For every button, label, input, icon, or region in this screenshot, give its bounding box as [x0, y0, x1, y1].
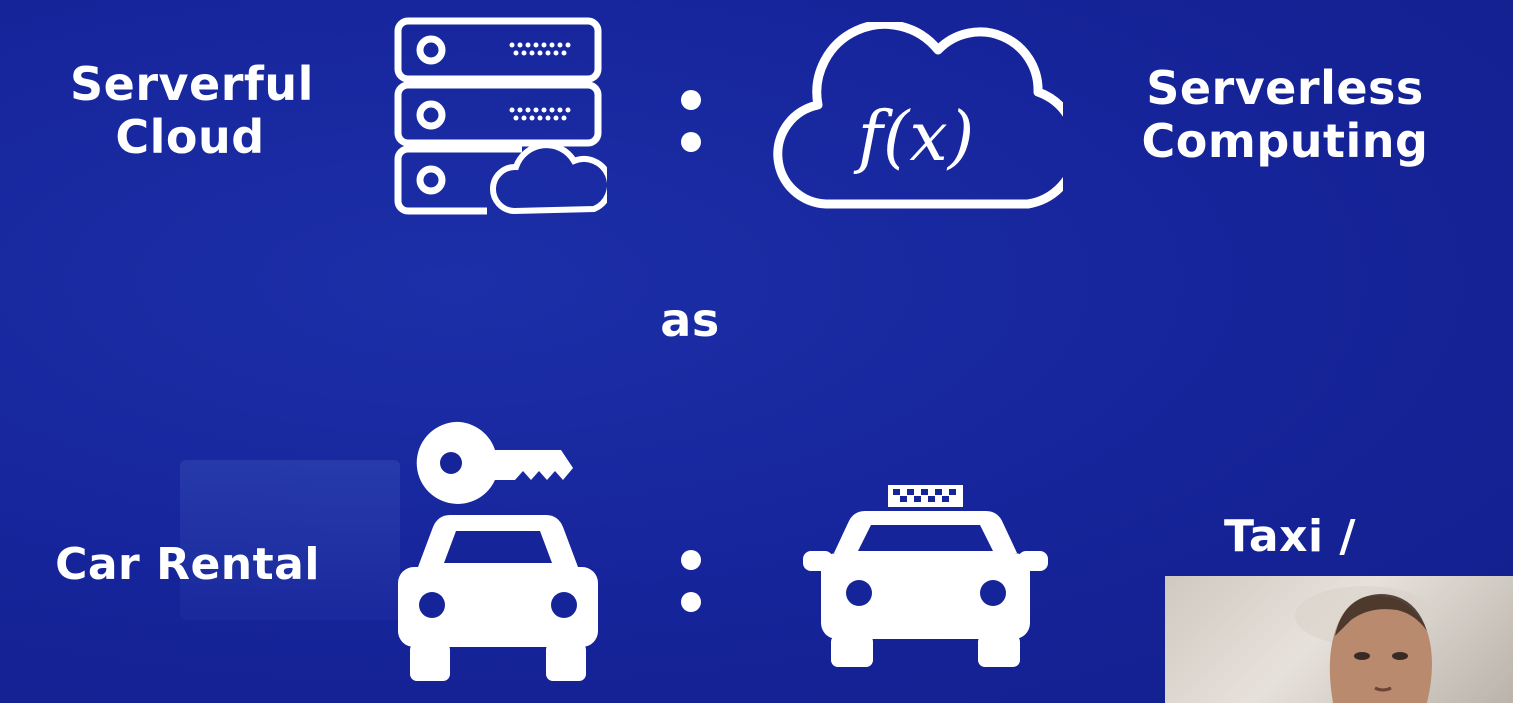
taxi-label: Taxi / [1224, 511, 1356, 562]
as-label: as [660, 293, 720, 347]
presenter-video [1295, 586, 1435, 703]
cloud-function-icon: f(x) [773, 22, 1063, 209]
computing-text: Computing [1141, 113, 1429, 168]
serverless-computing-label: Serverless Computing [1130, 62, 1440, 168]
function-formula-text: f(x) [853, 98, 975, 177]
ratio-colon-bottom [681, 550, 701, 634]
car-icon [398, 515, 598, 681]
server-rack-icon [394, 17, 607, 215]
serverless-text: Serverless [1146, 61, 1424, 115]
car-rental-label: Car Rental [55, 539, 320, 590]
taxi-icon [803, 485, 1048, 667]
ratio-colon-top [681, 90, 701, 174]
key-icon [416, 421, 573, 504]
background-castle-graphic [180, 460, 400, 620]
serverful-cloud-label: Serverful Cloud [70, 57, 314, 164]
serverful-text: Serverful [70, 57, 314, 111]
cloud-text: Cloud [115, 109, 265, 164]
presenter-webcam-overlay [1165, 576, 1513, 703]
